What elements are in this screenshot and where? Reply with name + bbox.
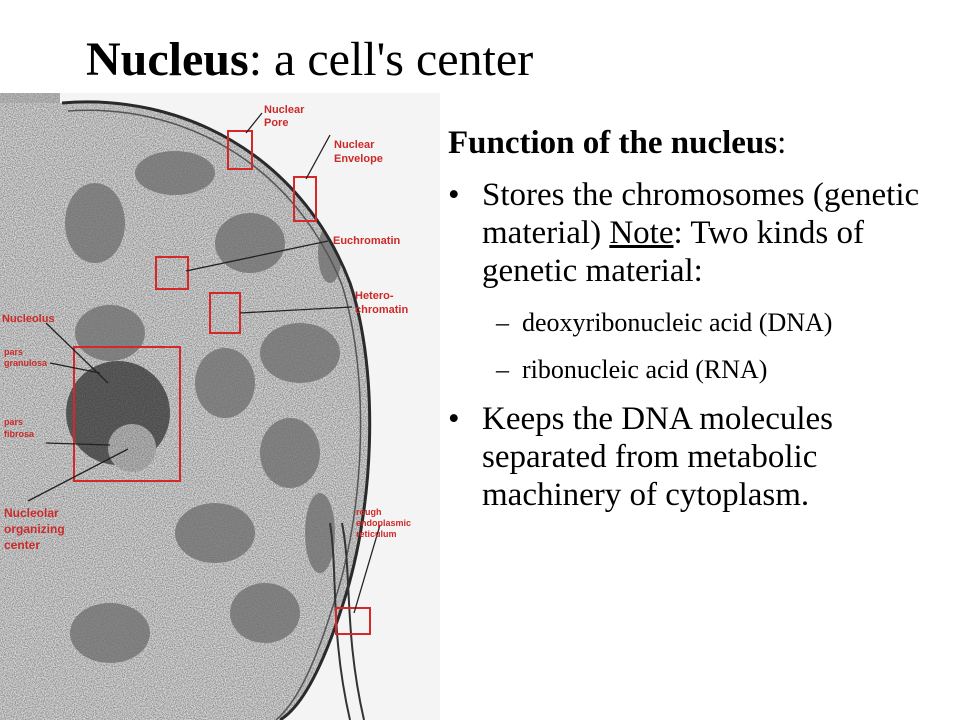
nuclear-envelope-line xyxy=(61,100,372,720)
label-heterochromatin: Hetero- chromatin xyxy=(355,290,408,316)
sub-dash: – xyxy=(496,307,509,337)
label-nuclear-pore: Nuclear Pore xyxy=(264,104,307,129)
label-rough-er: rough endoplasmic reticulum xyxy=(356,507,414,539)
label-pars-granulosa: pars granulosa xyxy=(4,347,48,368)
nucleus-micrograph: Nuclear Pore Nuclear Envelope Euchromati… xyxy=(0,93,440,720)
bullet-keeps-dna-separated: • Keeps the DNA molecules separated from… xyxy=(448,401,948,515)
heading-colon: : xyxy=(777,125,787,161)
bullet1-note: Note xyxy=(609,214,674,251)
bullet2-text: Keeps the DNA molecules separated from m… xyxy=(482,401,833,513)
nucleus-body xyxy=(0,101,370,720)
label-nucleolar-organizing-center: Nucleolar organizing center xyxy=(4,506,68,552)
leader-lines xyxy=(27,112,381,614)
bullet1-text-b: : Two kinds of genetic material: xyxy=(482,214,865,289)
label-nuclear-envelope: Nuclear Envelope xyxy=(334,139,383,165)
bullet-dot: • xyxy=(448,401,460,438)
sub-dash: – xyxy=(496,354,509,384)
bullet-stores-chromosomes: • Stores the chromosomes (genetic materi… xyxy=(448,177,948,291)
sub-bullet-rna: – ribonucleic acid (RNA) xyxy=(448,354,948,385)
bullet-dot: • xyxy=(448,176,460,213)
label-euchromatin: Euchromatin xyxy=(333,235,401,247)
bullet1-text-a: Stores the chromosomes (genetic material… xyxy=(482,176,920,251)
function-heading: Function of the nucleus: xyxy=(448,125,948,163)
slide-title: Nucleus: a cell's center xyxy=(86,33,534,87)
pore-box xyxy=(227,130,253,170)
sub1-text: deoxyribonucleic acid (DNA) xyxy=(522,307,833,337)
title-bold: Nucleus xyxy=(86,33,249,86)
nuclear-envelope-inner-line xyxy=(67,109,362,720)
micrograph-svg: Nuclear Pore Nuclear Envelope Euchromati… xyxy=(0,93,414,720)
label-pars-fibrosa: pars fibrosa xyxy=(4,417,35,439)
slide-content: Function of the nucleus: • Stores the ch… xyxy=(448,125,948,531)
title-rest: : a cell's center xyxy=(248,33,534,86)
rough-er-box xyxy=(335,607,371,635)
nucleolus-box xyxy=(73,346,181,482)
sub2-text: ribonucleic acid (RNA) xyxy=(522,354,768,384)
euchromatin-box xyxy=(155,256,189,290)
label-nucleolus: Nucleolus xyxy=(2,313,55,325)
heading-bold: Function of the nucleus xyxy=(448,125,778,161)
sub-bullet-dna: – deoxyribonucleic acid (DNA) xyxy=(448,307,948,338)
envelope-box xyxy=(293,176,317,222)
